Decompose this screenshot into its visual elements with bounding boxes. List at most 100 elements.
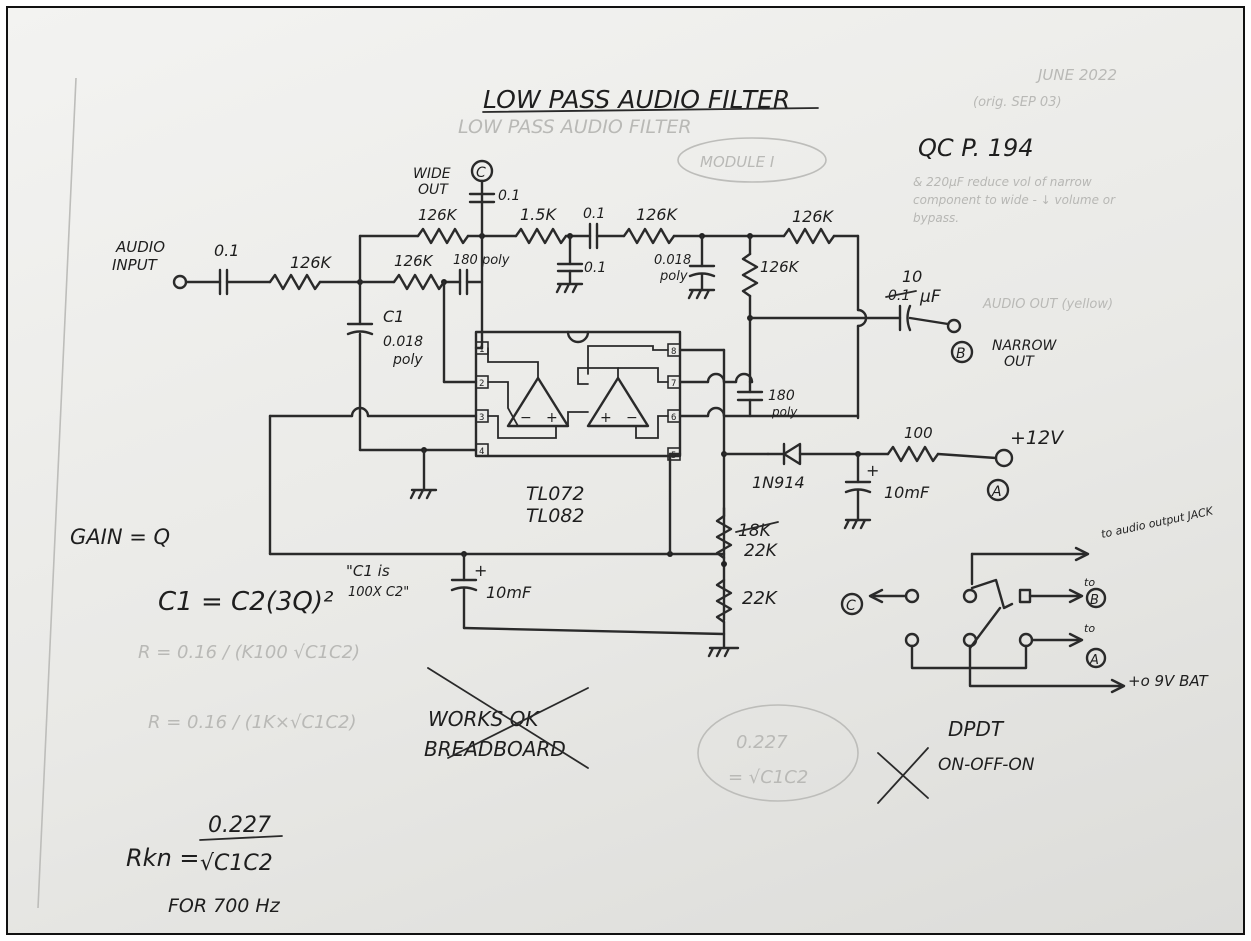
c-wide-value: 0.1 <box>498 188 520 204</box>
r-126e-resistor <box>782 227 836 245</box>
rkn-frequency: FOR 700 Hz <box>168 895 281 917</box>
strike-through <box>885 290 917 298</box>
r-126c-resistor <box>622 227 676 245</box>
node-c-switch-label: C <box>846 598 856 614</box>
faint-note: & 220µF reduce vol of narrow component t… <box>913 175 1116 225</box>
ic-notch <box>566 330 590 344</box>
c1-label: C1 <box>383 307 404 326</box>
ground-symbol <box>555 282 584 294</box>
switch-terminal <box>1018 632 1034 648</box>
arrow-head <box>1074 546 1090 562</box>
r-100-value: 100 <box>904 424 933 442</box>
node-b-label: B <box>956 346 966 362</box>
ground-symbol <box>843 518 872 530</box>
ic-internal-wire <box>487 347 539 379</box>
pin-7: 7 <box>671 379 676 389</box>
c-in-value: 0.1 <box>214 241 239 260</box>
arrow-head <box>1068 588 1084 604</box>
faint-date: JUNE 2022 <box>1035 66 1117 84</box>
switch-terminal <box>962 588 978 604</box>
cap-plate-curved <box>906 304 912 332</box>
dpdt-label: DPDT <box>948 717 1005 741</box>
dpdt-mode-label: ON-OFF-ON <box>938 755 1035 775</box>
pin-1: 1 <box>479 345 484 355</box>
narrow-out-label-2: OUT <box>1004 354 1035 370</box>
wire-crossover <box>706 406 726 418</box>
r-in-resistor <box>268 273 322 291</box>
faint-ellipse <box>697 704 859 802</box>
faint-formula-2: R = 0.16 / (1K×√C1C2) <box>148 712 357 733</box>
schematic-sheet: JUNE 2022 (orig. SEP 03) LOW PASS AUDIO … <box>6 6 1245 935</box>
switch-terminal <box>904 588 920 604</box>
c-out-value: 10 <box>902 267 922 286</box>
c-180b-type: poly <box>771 405 798 419</box>
opamp-1 <box>506 376 570 428</box>
wide-out-label-2: OUT <box>418 182 449 198</box>
opamp-2 <box>586 376 650 428</box>
ground-symbol <box>687 288 716 300</box>
junction <box>721 561 727 567</box>
arrow-head <box>868 588 884 604</box>
r-126e-value: 126K <box>792 207 835 226</box>
opamp-2-minus: − <box>626 410 638 426</box>
c-10mf-b-value: 10mF <box>486 583 532 602</box>
cross-out-line <box>447 687 589 759</box>
cross-out-line <box>427 667 589 769</box>
faint-module: MODULE I <box>700 153 775 171</box>
ic-internal-wire <box>635 415 669 439</box>
node-a-switch-label: A <box>1089 653 1099 668</box>
switch-terminal <box>1018 588 1032 604</box>
title-underline <box>482 107 819 113</box>
faint-module-ellipse <box>677 137 827 183</box>
wire <box>908 316 950 326</box>
to-b-label: to <box>1084 576 1095 589</box>
c-180b-value: 180 <box>768 388 795 404</box>
diode-label: 1N914 <box>752 473 805 492</box>
breadboard-note: BREADBOARD <box>424 737 566 761</box>
opamp-1-minus: − <box>520 410 532 426</box>
ic-internal-wire <box>587 345 669 375</box>
r-126d-resistor <box>741 252 759 298</box>
c-out-unit: µF <box>919 287 941 307</box>
node-a-label: A <box>991 484 1002 500</box>
gain-formula: GAIN = Q <box>70 525 170 549</box>
ground-symbol <box>409 488 438 500</box>
narrow-out-label: NARROW <box>992 338 1058 354</box>
rkn-denominator: √C1C2 <box>200 851 273 876</box>
opamp-2-plus: + <box>600 410 612 426</box>
r-100-resistor <box>886 445 940 463</box>
to-audio-jack-label: to audio output JACK <box>1100 504 1215 541</box>
pin-6: 6 <box>671 413 676 423</box>
c1-formula: C1 = C2(3Q)² <box>158 587 333 617</box>
pin-4: 4 <box>479 447 484 457</box>
r-18k-resistor <box>715 514 733 560</box>
faint-date-orig: (orig. SEP 03) <box>973 95 1062 110</box>
strike-through <box>735 521 779 533</box>
ic-part-1: TL072 <box>526 483 584 505</box>
r-22k-b-value: 22K <box>742 588 778 609</box>
r-mid-resistor <box>392 273 446 291</box>
ic-pins-left: 1 2 3 4 <box>475 341 489 457</box>
opamp-1-plus: + <box>546 410 558 426</box>
r-1-5k-resistor <box>514 227 568 245</box>
c-01a-value: 0.1 <box>583 206 605 222</box>
wire-crossover <box>350 406 370 418</box>
cap-plus: + <box>474 561 487 580</box>
reference-page: QC P. 194 <box>918 134 1034 162</box>
node-c-switch <box>840 592 864 616</box>
arrow-head <box>1110 678 1126 694</box>
r-126d-value: 126K <box>760 258 800 276</box>
r-mid-value: 126K <box>394 252 434 270</box>
cap-plus: + <box>866 461 879 480</box>
input-terminal <box>172 274 188 290</box>
ic-internal-wire <box>487 381 519 427</box>
schematic-drawing: JUNE 2022 (orig. SEP 03) LOW PASS AUDIO … <box>37 66 1215 917</box>
ic-internal-wire <box>577 367 619 385</box>
c1-type: poly <box>392 352 423 368</box>
ground-symbol <box>707 646 740 658</box>
switch-lever <box>970 578 1014 610</box>
pin-2: 2 <box>479 379 484 389</box>
audio-input-label-2: INPUT <box>112 256 159 274</box>
r-1-5k-value: 1.5K <box>520 205 557 224</box>
faint-formula-4: = √C1C2 <box>728 767 808 788</box>
